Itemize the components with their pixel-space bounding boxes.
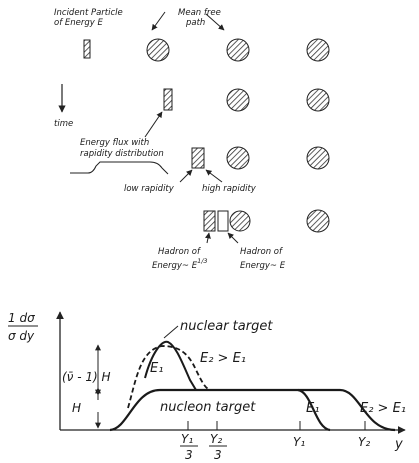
rapidity-distribution-graph: 1 dσ σ dy y (ν̄ - 1) H H nuclear target … [8,311,406,462]
nucleon [230,211,250,231]
nuclear-target-label: nuclear target [180,319,273,334]
incident-label-line2: of Energy E [54,18,104,28]
h-label: H [72,401,81,415]
high-rapidity-label: high rapidity [202,184,257,194]
nuclear-target-leader [164,326,178,338]
y-axis-label-denominator: σ dy [8,329,35,343]
hadron-high-label-line1: Hadron of [240,247,284,257]
tick-label-y2: Y₂ [358,435,370,449]
hadron-low-label-line2: Energy~ E1/3 [152,257,208,271]
nucleon [307,89,329,111]
low-rapidity-arrow [180,170,192,182]
hadron-high-energy [218,211,228,231]
energy-flux-label-line1: Energy flux with [80,138,149,148]
tick-label-y2-third-num: Y₂ [210,432,222,446]
nucleon [307,210,329,232]
rapidity-sketch [70,162,168,174]
hadron-low-energy [204,211,215,231]
tick-label-y1: Y₁ [293,435,305,449]
nucleon [227,89,249,111]
hadron-low-label-line1: Hadron of [158,247,202,257]
tick-label-y1-third-den: 3 [185,448,193,462]
tick-label-y1-third-num: Y₁ [181,432,193,446]
hadron-low-arrow [207,233,209,243]
x-axis-label: y [394,437,403,452]
low-high-rapidity-block [192,148,204,168]
nucleus-diagram: Incident Particle of Energy E Mean free … [54,8,329,271]
flux-arrow [145,112,162,137]
nucleon [227,147,249,169]
nuclear-e1-label: E₁ [150,361,163,376]
mean-free-path-label-line1: Mean free [178,8,221,18]
tick-label-y2-third-den: 3 [214,448,222,462]
low-rapidity-label: low rapidity [124,184,175,194]
nucleon-e1-label: E₁ [306,401,319,416]
energy-flux-bar [164,89,172,110]
mfp-arrow-left [152,12,165,30]
incident-particle [84,40,90,58]
incident-label-line1: Incident Particle [54,8,123,18]
nucleon-target-label: nucleon target [160,400,256,415]
nu-h-label: (ν̄ - 1) H [62,370,111,384]
hadron-high-label-line2: Energy~ E [240,261,286,271]
nucleon [307,147,329,169]
hadron-high-arrow [228,233,238,243]
nuclear-e2-gt-e1-label: E₂ > E₁ [200,351,246,366]
time-label: time [54,119,73,129]
mean-free-path-label-line2: path [185,18,205,28]
nucleon-e2-gt-e1-label: E₂ > E₁ [360,401,406,416]
nucleon [307,39,329,61]
high-rapidity-arrow [206,170,222,182]
nucleon [147,39,169,61]
y-axis-label-numerator: 1 dσ [8,311,35,325]
energy-flux-label-line2: rapidity distribution [80,149,164,159]
nucleon [227,39,249,61]
